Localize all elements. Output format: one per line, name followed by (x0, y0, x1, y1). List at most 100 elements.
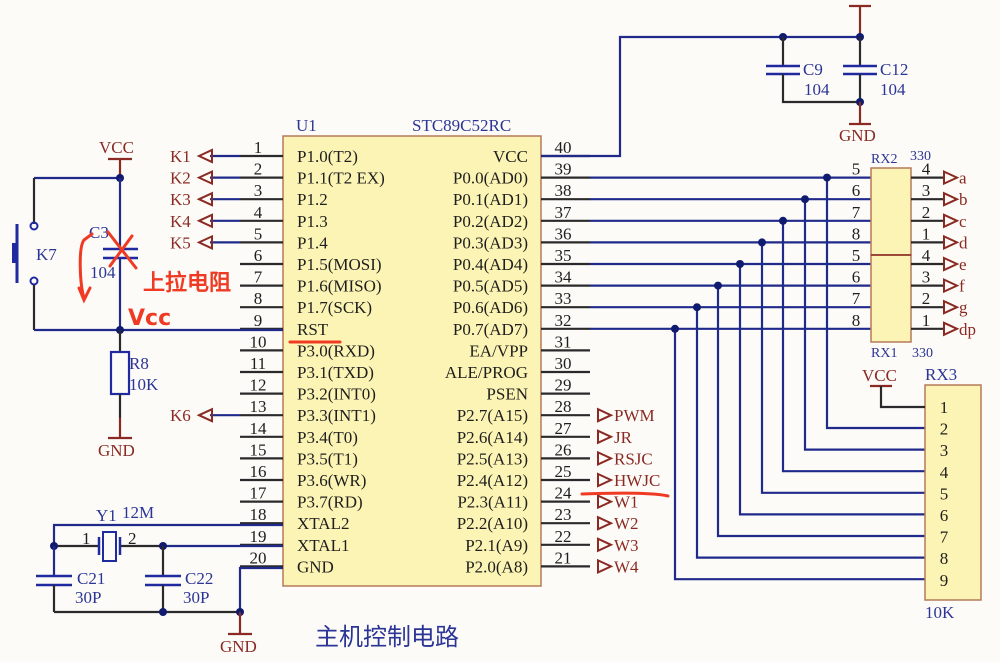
rx2-right-pin-num: 3 (922, 181, 931, 200)
decoup-gnd-label: GND (839, 126, 876, 145)
rx2-right-pin-num: 2 (922, 203, 931, 222)
gnd-pin-wire (238, 566, 283, 612)
vcc-pin-wire (541, 35, 860, 158)
u1-pin-number: 28 (555, 397, 572, 416)
segment-net-label: a (959, 169, 967, 188)
bus-junction (714, 281, 722, 290)
u1-pin-name: P3.4(T0) (297, 428, 358, 447)
net-port-icon (196, 148, 213, 164)
net-port-icon (196, 234, 213, 250)
u1-pin-number: 39 (555, 160, 572, 179)
y1-value: 12M (122, 503, 154, 522)
c12-value: 104 (880, 80, 906, 99)
bus-junction (823, 173, 831, 182)
rx1-right-pin-num: 2 (922, 289, 931, 308)
u1-pin-number: 40 (555, 138, 572, 157)
rx2-ref: RX2 (871, 152, 897, 167)
p0-bus-wires (590, 173, 925, 581)
rx2-right-pin-num: 1 (922, 224, 931, 243)
u1-pin-name: P3.7(RD) (297, 493, 363, 512)
rx3-pin-num: 3 (940, 441, 949, 460)
net-label-w1: W1 (614, 493, 639, 512)
y1-ref: Y1 (96, 506, 117, 525)
net-port-icon (597, 407, 614, 423)
segment-net-label: e (959, 255, 967, 274)
u1-pin-name: GND (297, 557, 334, 576)
rx3-value: 10K (925, 603, 955, 622)
net-port-icon (196, 213, 213, 229)
u1-pin-name: P3.1(TXD) (297, 363, 374, 382)
net-label-k2: K2 (170, 169, 191, 188)
u1-pin-number: 38 (555, 181, 572, 200)
u1-pin-name: P3.3(INT1) (297, 406, 376, 425)
u1-pin-name: P0.0(AD0) (453, 169, 528, 188)
u1-pin-number: 7 (254, 268, 263, 287)
u1-pin-name: P1.6(MISO) (297, 277, 382, 296)
rx3-vcc-wire (879, 386, 925, 409)
rx3-vcc-label: VCC (862, 366, 897, 385)
p0-bus-to-rx3 (716, 285, 925, 538)
reset-circuit: VCC K7 C3 104 R8 10K GND (12, 138, 283, 460)
net-label-w2: W2 (614, 514, 639, 533)
u1-pin-name: P0.3(AD3) (453, 233, 528, 252)
y1-pin2-num: 2 (128, 529, 137, 548)
u1-pin-name: P2.0(A8) (465, 557, 528, 576)
u1-pin-name: P0.2(AD2) (453, 212, 528, 231)
annotation-vcc-text: Vcc (128, 306, 171, 331)
u1-pin-name: P2.2(A10) (457, 514, 528, 533)
bus-junction (758, 238, 766, 247)
u1-pin-name: EA/VPP (469, 341, 528, 360)
net-label-rsjc: RSJC (614, 449, 653, 468)
net-port-icon (943, 256, 960, 272)
net-label-k6: K6 (170, 406, 191, 425)
net-port-icon (597, 494, 614, 510)
reset-vcc-label: VCC (99, 138, 134, 157)
u1-pin-number: 36 (555, 224, 572, 243)
net-label-w4: W4 (614, 557, 639, 576)
net-port-icon (196, 191, 213, 207)
u1-pin-number: 30 (555, 354, 572, 373)
bus-junction (736, 260, 744, 268)
segment-net-label: b (959, 190, 968, 209)
u1-pin-name: P0.7(AD7) (453, 320, 528, 339)
r8-ref: R8 (129, 354, 149, 373)
u1-part: STC89C52RC (412, 116, 511, 135)
net-label-hwjc: HWJC (614, 471, 660, 490)
y1-crystal-body (102, 531, 117, 562)
u1-pin-number: 12 (250, 376, 267, 395)
segment-net-label: c (959, 212, 967, 231)
rx1-ref: RX1 (871, 346, 897, 361)
c3-ref: C3 (89, 223, 109, 242)
bus-junction (801, 195, 809, 204)
k7-contact-bottom (29, 276, 39, 286)
u1-pin-name: P3.5(T1) (297, 449, 358, 468)
rx1-left-pin-num: 5 (852, 246, 861, 265)
net-label-k5: K5 (170, 233, 191, 252)
segment-net-label: f (959, 277, 965, 296)
rx3-pin-num: 4 (940, 463, 949, 482)
u1-body (282, 135, 542, 587)
c9-bottom-lead (781, 74, 860, 104)
p0-bus-to-rx3 (781, 220, 925, 473)
k7-button (12, 243, 17, 263)
u1-pin-name: P3.0(RXD) (297, 341, 375, 360)
net-label-w3: W3 (614, 536, 639, 555)
k7-contact-top (29, 221, 39, 231)
u1-pin-name: P1.5(MOSI) (297, 255, 382, 274)
crystal-gnd-label: GND (220, 637, 257, 656)
rx3-pin-num: 9 (940, 571, 949, 590)
rx1-body (870, 254, 912, 343)
net-port-icon (597, 558, 614, 574)
p0-bus-to-rx3 (738, 264, 925, 516)
u1-pin-number: 1 (254, 138, 263, 157)
net-port-icon (943, 191, 960, 207)
net-port-icon (597, 450, 614, 466)
net-port-icon (597, 429, 614, 445)
